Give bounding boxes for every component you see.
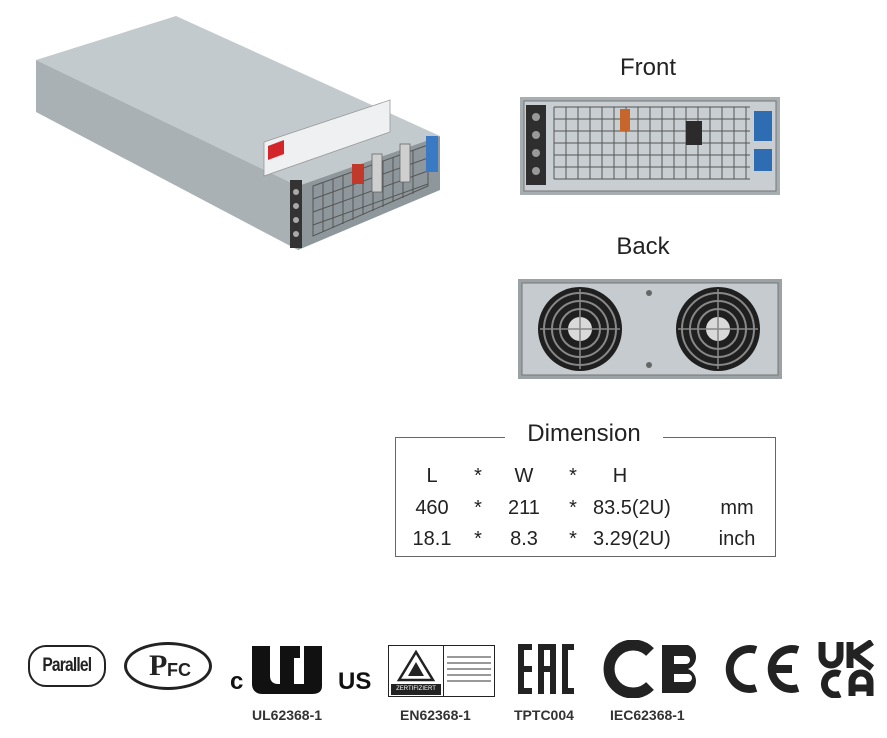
dim-inch-unit: inch (718, 528, 756, 550)
dim-inch-h: 3.29(2U) (593, 528, 671, 550)
dim-header-h: H (612, 465, 628, 487)
dim-header-w: W (514, 465, 534, 487)
product-photo (28, 14, 468, 254)
cb-icon (600, 640, 710, 698)
back-panel-image (518, 279, 782, 379)
tptc-label: TPTC004 (514, 707, 574, 723)
dim-mm-sep2: * (569, 497, 577, 519)
dim-mm-w: 211 (508, 497, 540, 519)
front-label: Front (619, 54, 676, 81)
culus-us: US (338, 668, 372, 695)
dim-inch-sep1: * (474, 528, 482, 550)
pfc-text: FC (167, 660, 191, 680)
ce-icon (722, 642, 804, 696)
right-fan-icon (676, 287, 760, 371)
dim-mm-sep1: * (474, 497, 482, 519)
dim-mm-l: 460 (415, 497, 449, 519)
tuv-footer: ZERTIFIZIERT (391, 684, 441, 695)
iec-label: IEC62368-1 (610, 707, 685, 723)
ul-label: UL62368-1 (252, 707, 323, 723)
dim-mm-h: 83.5(2U) (593, 497, 671, 519)
dim-header-l: L (426, 465, 438, 487)
dimension-title: Dimension (505, 420, 663, 448)
ukca-icon (818, 640, 876, 698)
culus-icon: c US (228, 640, 374, 696)
parallel-icon: Parallel (28, 645, 106, 687)
eac-icon (518, 644, 574, 694)
dim-header-sep2: * (569, 465, 577, 487)
back-label: Back (616, 233, 670, 260)
pfc-icon: P FC (124, 642, 212, 690)
front-panel-image (520, 97, 780, 195)
en-label: EN62368-1 (400, 707, 471, 723)
dim-inch-w: 8.3 (510, 528, 538, 550)
tuv-icon: ZERTIFIZIERT (388, 645, 495, 697)
dim-header-sep1: * (474, 465, 482, 487)
dim-inch-sep2: * (569, 528, 577, 550)
dim-inch-l: 18.1 (412, 528, 452, 550)
culus-c: c (230, 668, 244, 695)
parallel-text: Parallel (42, 655, 93, 676)
dim-mm-unit: mm (720, 497, 754, 519)
left-fan-icon (538, 287, 622, 371)
